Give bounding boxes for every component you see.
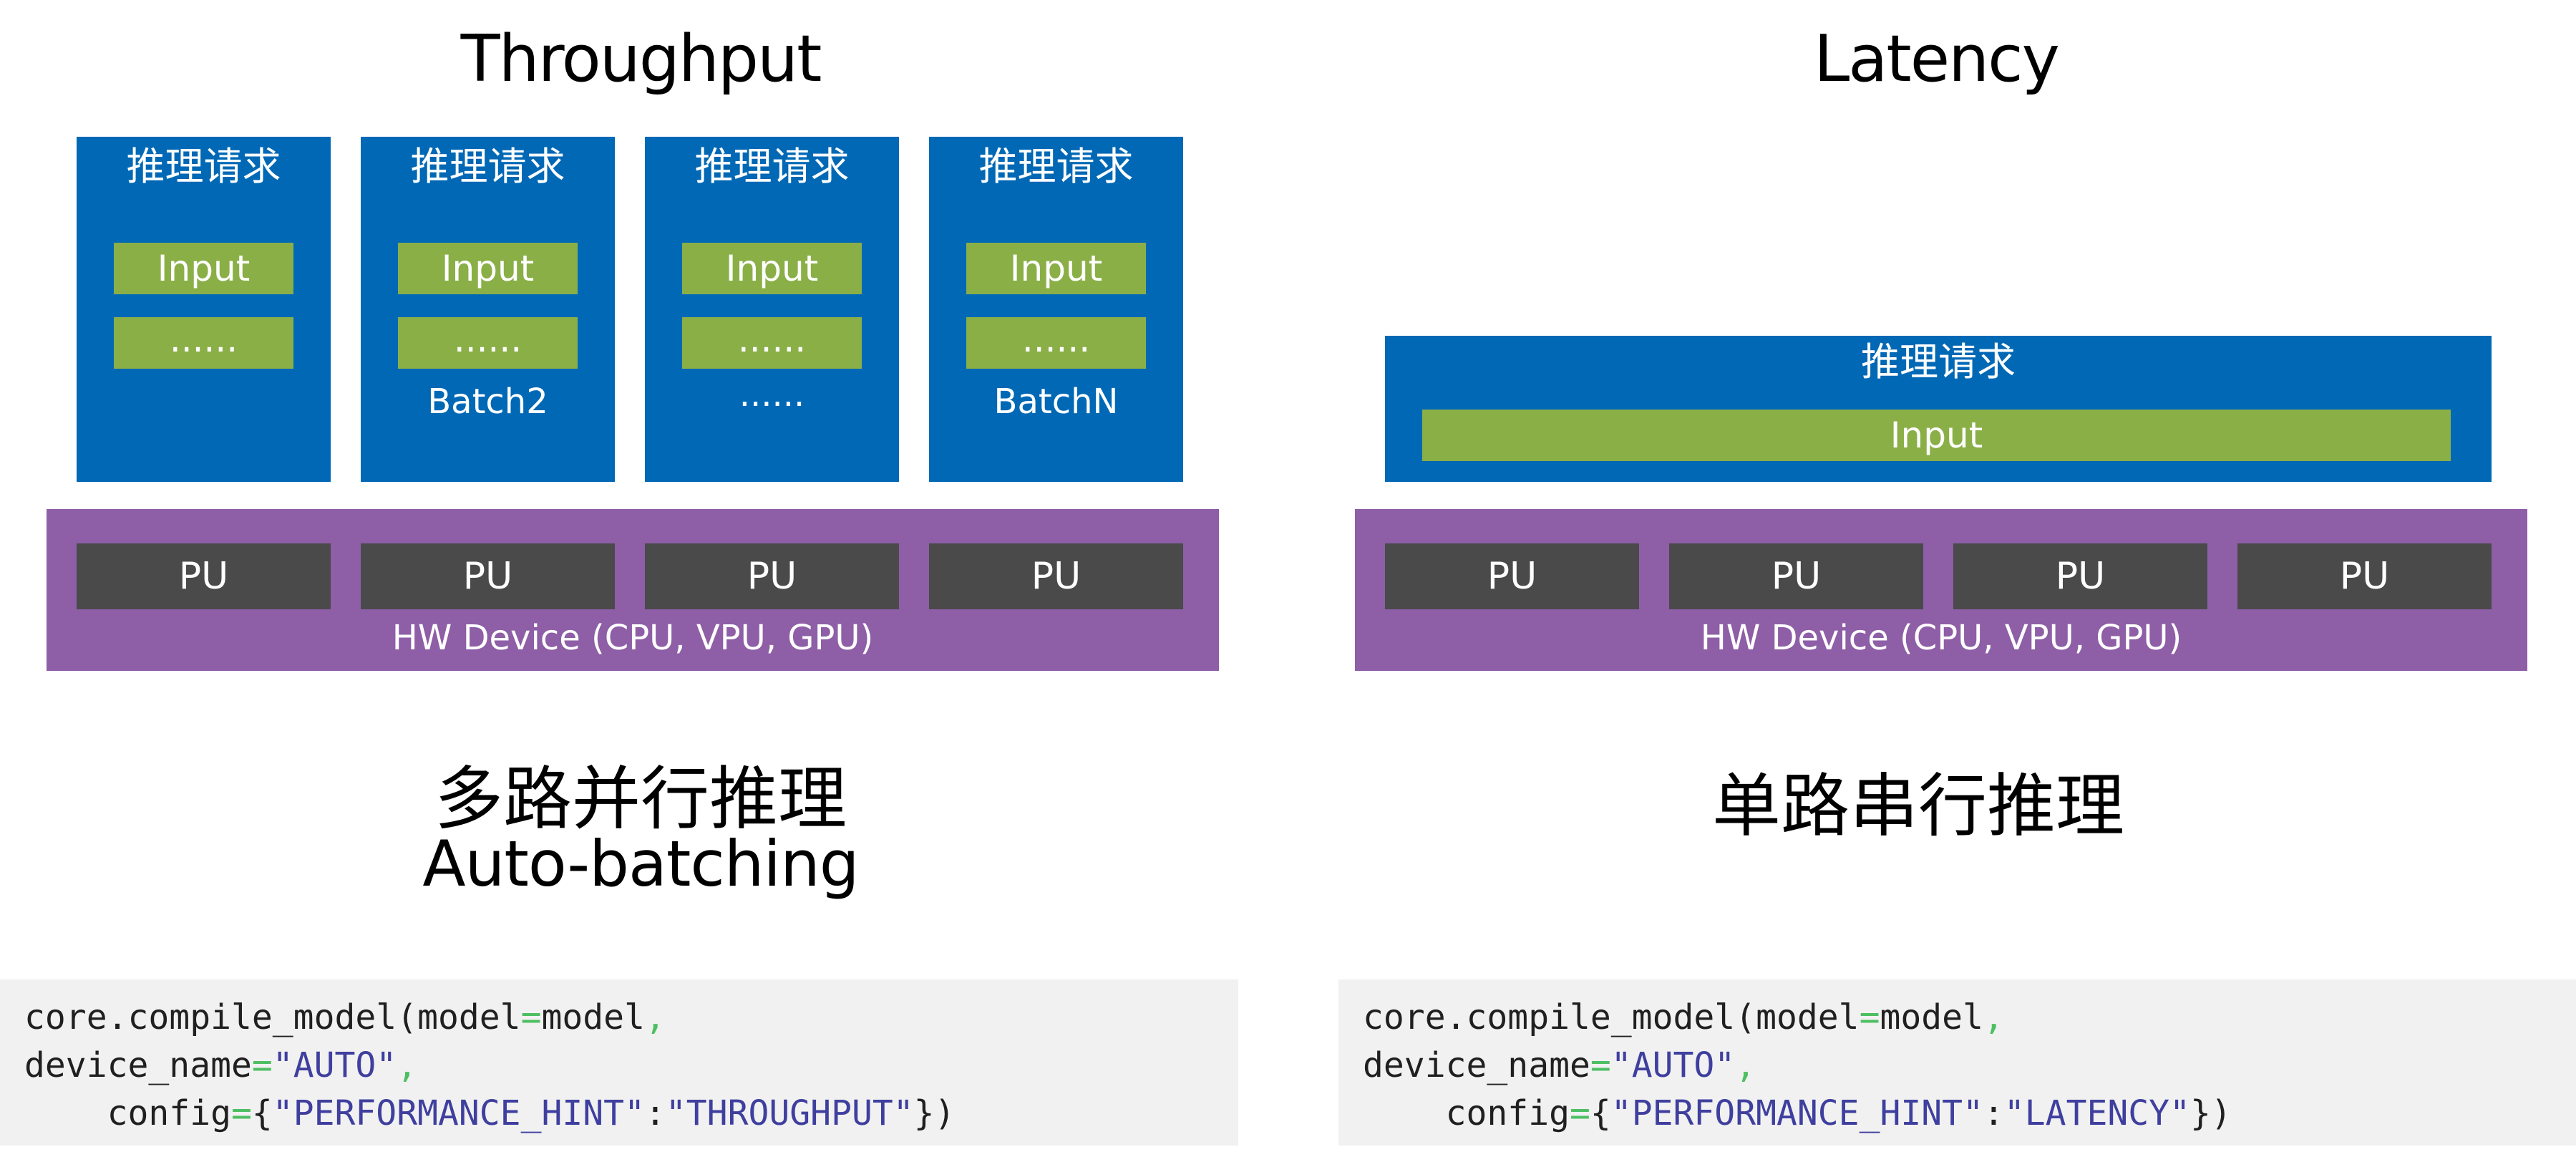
code-token: = — [251, 1045, 273, 1085]
code-token: , — [397, 1045, 418, 1085]
request-box-2: 推理请求 Input ...... Batch2 — [361, 137, 615, 482]
code-token: device_name — [1363, 1045, 1590, 1085]
code-token: "LATENCY" — [2003, 1093, 2190, 1133]
code-token: }) — [2189, 1093, 2232, 1133]
batch-label: BatchN — [993, 382, 1119, 422]
pu-unit: PU — [929, 543, 1183, 609]
code-token: "PERFORMANCE_HINT" — [272, 1093, 645, 1133]
pu-unit: PU — [1385, 543, 1639, 609]
request-label: 推理请求 — [126, 144, 281, 189]
latency-request-box: 推理请求 Input — [1385, 336, 2492, 482]
batch-label: Batch2 — [427, 382, 548, 422]
ellipsis-block: ...... — [682, 317, 862, 369]
latency-title: Latency — [1814, 21, 2060, 97]
code-token: model — [541, 997, 645, 1037]
code-token: { — [1590, 1093, 1611, 1133]
code-token: config — [24, 1093, 231, 1133]
input-block: Input — [682, 243, 862, 294]
throughput-caption-cn: 多路并行推理 — [434, 759, 847, 839]
code-token: }) — [913, 1093, 956, 1133]
latency-caption-cn: 单路串行推理 — [1712, 766, 2124, 846]
code-token: "AUTO" — [1610, 1045, 1736, 1085]
request-label: 推理请求 — [978, 144, 1134, 189]
hw-device-label: HW Device (CPU, VPU, GPU) — [1700, 618, 2182, 658]
hw-device-latency: PU PU PU PU HW Device (CPU, VPU, GPU) — [1355, 509, 2527, 671]
input-block: Input — [966, 243, 1146, 294]
code-token: "PERFORMANCE_HINT" — [1610, 1093, 1983, 1133]
input-block: Input — [114, 243, 293, 294]
code-token: config — [1363, 1093, 1570, 1133]
request-label: 推理请求 — [694, 144, 850, 189]
ellipsis-block: ...... — [114, 317, 293, 369]
code-token: : — [644, 1093, 666, 1133]
code-token: "AUTO" — [272, 1045, 397, 1085]
code-token: : — [1983, 1093, 2004, 1133]
code-token: { — [251, 1093, 273, 1133]
pu-unit: PU — [2237, 543, 2492, 609]
request-box-4: 推理请求 Input ...... BatchN — [929, 137, 1183, 482]
request-label: 推理请求 — [1861, 339, 2016, 384]
ellipsis-block: ...... — [966, 317, 1146, 369]
code-token: model — [1880, 997, 1983, 1037]
code-token: core.compile_model(model — [24, 997, 521, 1037]
request-box-3: 推理请求 Input ...... ...... — [645, 137, 899, 482]
request-box-1: 推理请求 Batch1 Input ...... — [77, 137, 331, 482]
request-label: 推理请求 — [410, 144, 565, 189]
pu-unit: PU — [361, 543, 615, 609]
latency-code-block: core.compile_model(model=model, device_n… — [1338, 979, 2576, 1146]
throughput-code-block: core.compile_model(model=model, device_n… — [0, 979, 1238, 1146]
pu-unit: PU — [1669, 543, 1923, 609]
pu-unit: PU — [1953, 543, 2207, 609]
code-token: , — [1983, 997, 2004, 1037]
code-token: = — [520, 997, 542, 1037]
pu-unit: PU — [645, 543, 899, 609]
code-token: = — [1590, 1045, 1611, 1085]
throughput-caption-en: Auto-batching — [422, 827, 859, 901]
input-block: Input — [1422, 410, 2451, 461]
code-token: , — [644, 997, 666, 1037]
input-block: Input — [398, 243, 578, 294]
code-token: core.compile_model(model — [1363, 997, 1860, 1037]
code-token: , — [1735, 1045, 1756, 1085]
code-token: = — [230, 1093, 252, 1133]
hw-device-label: HW Device (CPU, VPU, GPU) — [392, 618, 874, 658]
pu-unit: PU — [77, 543, 331, 609]
hw-device-throughput: PU PU PU PU HW Device (CPU, VPU, GPU) — [47, 509, 1219, 671]
code-token: "THROUGHPUT" — [665, 1093, 914, 1133]
ellipsis-block: ...... — [398, 317, 578, 369]
code-token: = — [1569, 1093, 1590, 1133]
throughput-title: Throughput — [460, 21, 822, 97]
batch-label: ...... — [739, 374, 805, 415]
code-token: device_name — [24, 1045, 252, 1085]
code-token: = — [1859, 997, 1880, 1037]
